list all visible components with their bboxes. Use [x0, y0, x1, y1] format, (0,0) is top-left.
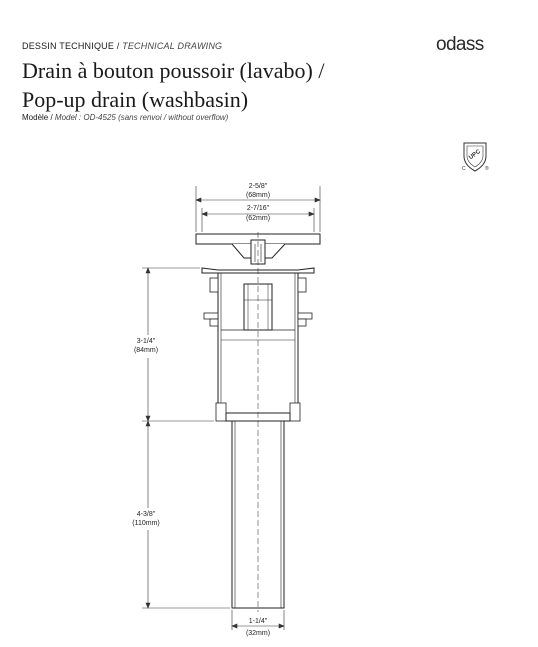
dim-flange-outer-metric: (68mm) [246, 192, 270, 199]
dim-tailpiece-diameter-metric: (32mm) [246, 630, 270, 637]
drawing-type-label: DESSIN TECHNIQUE / TECHNICAL DRAWING [22, 41, 222, 51]
dim-flange-inner-metric: (62mm) [246, 215, 270, 222]
page-title: Drain à bouton poussoir (lavabo) / Pop-u… [22, 56, 324, 114]
slip-nut [215, 402, 227, 422]
drawing-type-fr: DESSIN TECHNIQUE / [22, 41, 120, 51]
dim-flange-outer-imperial: 2-5/8" [249, 183, 268, 190]
title-line-en: Pop-up drain (washbasin) [22, 87, 249, 112]
model-text: Model : OD-4525 (sans renvoi / without o… [54, 113, 229, 122]
lock-nut [203, 312, 219, 320]
brand-logo: odass [436, 34, 484, 56]
dim-body-height-imperial: 3-1/4" [137, 338, 156, 345]
drawing-type-en: TECHNICAL DRAWING [122, 41, 223, 51]
title-line-fr: Drain à bouton poussoir (lavabo) / [22, 58, 325, 83]
dim-tailpiece-length-metric: (110mm) [132, 520, 159, 527]
cupc-c-label: C [462, 166, 466, 172]
model-prefix: Modèle / [22, 113, 53, 122]
dim-tailpiece-length-imperial: 4-3/8" [137, 511, 156, 518]
logo-text: odass [436, 34, 484, 55]
model-info: Modèle / Model : OD-4525 (sans renvoi / … [22, 113, 228, 122]
cupc-mark-icon: UPC C ® [462, 142, 489, 172]
dim-body-height-metric: (84mm) [134, 347, 158, 354]
dim-flange-inner-imperial: 2-7/16" [247, 205, 270, 212]
cupc-r-label: ® [485, 165, 489, 172]
dim-tailpiece-diameter-imperial: 1-1/4" [249, 618, 268, 625]
